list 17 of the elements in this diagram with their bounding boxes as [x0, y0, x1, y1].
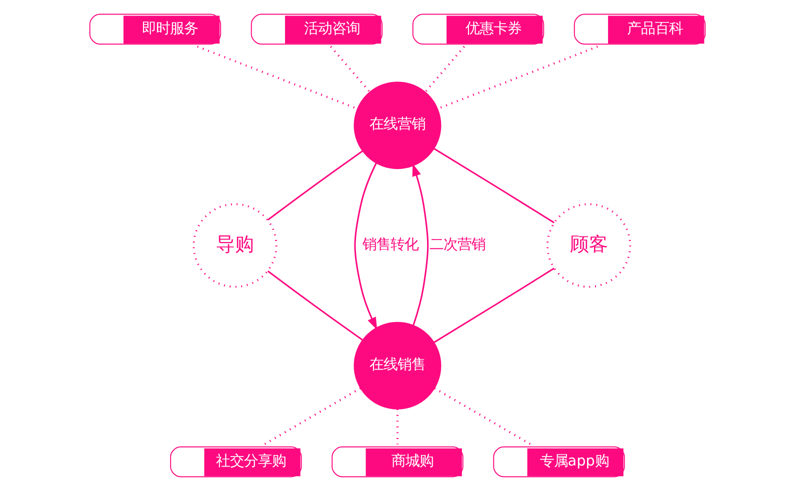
connector: [434, 387, 531, 446]
node-circle: 导购: [192, 203, 277, 288]
connector: [330, 46, 370, 92]
connector: [266, 150, 362, 220]
arrow: [354, 162, 377, 330]
node-circle: 在线营销: [353, 82, 441, 170]
edge-label: 销售转化: [362, 236, 418, 253]
node-circle: 顾客: [546, 203, 631, 288]
arrow: [412, 163, 428, 326]
connector: [433, 148, 554, 224]
node-circle: 在线销售: [353, 322, 441, 410]
connector: [266, 270, 362, 341]
connector: [196, 46, 358, 110]
connector: [424, 46, 464, 92]
connector: [433, 268, 554, 343]
connector: [263, 387, 360, 446]
edge-label: 二次营销: [429, 236, 486, 253]
